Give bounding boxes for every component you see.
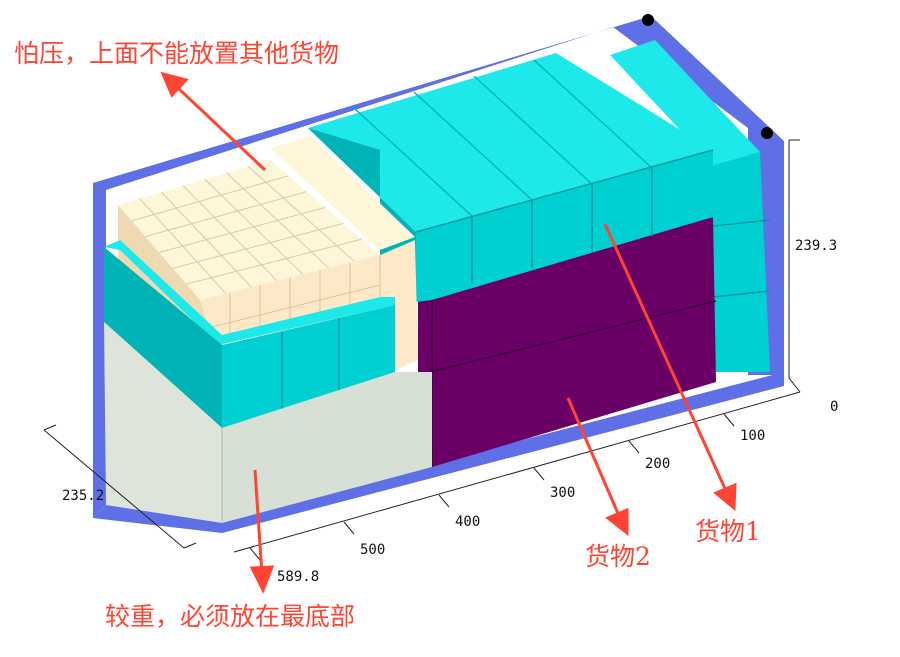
cargo-column-right xyxy=(610,40,771,372)
corner-marker-top xyxy=(642,14,654,26)
cargo-lower-left-top xyxy=(104,240,395,345)
heavy-base-side xyxy=(104,322,222,523)
cargo-1-top xyxy=(308,53,713,232)
z-axis-tick-bottom xyxy=(788,377,801,393)
cargo-1-ridge xyxy=(353,107,473,217)
x-axis-tick-label: 300 xyxy=(550,485,575,501)
cargo-column-right-divider xyxy=(712,219,771,227)
cargo-1-ridge xyxy=(413,91,533,201)
x-axis-tick-label: 200 xyxy=(645,456,670,472)
cargo-1-ridge xyxy=(533,59,653,169)
x-axis-tick xyxy=(723,413,735,427)
heavy-base-block xyxy=(104,322,432,523)
arrow-cargo2 xyxy=(566,397,622,519)
pallet-front-line xyxy=(199,284,381,331)
x-axis-tick-marks xyxy=(249,413,735,561)
axes xyxy=(43,139,801,561)
arrow-cargo2-head xyxy=(605,507,629,537)
x-axis-tick xyxy=(628,440,640,454)
fragile-pallet-top-upper xyxy=(270,136,415,250)
z-axis-label: 239.3 xyxy=(795,238,837,254)
cargo-lower-left-side xyxy=(104,247,222,428)
cargo-2-divider xyxy=(429,300,717,373)
arrow-cargo1-head xyxy=(713,482,737,512)
x-axis-tick xyxy=(249,547,261,561)
annotation-heavy: 较重，必须放在最底部 xyxy=(105,602,355,631)
heavy-base-front xyxy=(222,372,432,523)
container-frame xyxy=(93,14,784,533)
y-axis-label: 235.2 xyxy=(62,488,104,504)
container-floor-edge xyxy=(93,505,222,533)
arrow-fragile-head xyxy=(160,71,189,98)
pallet-grid-line xyxy=(172,222,344,269)
arrow-cargo1 xyxy=(603,223,729,494)
corner-marker-right xyxy=(761,127,773,139)
cargo-1-edge xyxy=(415,149,714,233)
cargo-1-front xyxy=(416,150,713,302)
x-axis-tick xyxy=(533,467,545,481)
cargo-1-dividers xyxy=(353,59,714,284)
x-axis-tick-label: 400 xyxy=(455,514,480,530)
arrow-heavy-head xyxy=(249,565,275,594)
annotation-cargo2: 货物2 xyxy=(585,542,651,571)
x-axis-tick-label: 500 xyxy=(360,542,385,558)
annotation-arrows xyxy=(160,71,737,594)
cargo-1-ridge xyxy=(473,75,593,185)
cargo-column-right-front xyxy=(713,152,770,372)
z-axis-origin-label: 0 xyxy=(830,399,838,415)
cargo-column-right-top xyxy=(610,40,760,165)
x-axis-end-label: 589.8 xyxy=(277,569,319,585)
pallet-grid-line xyxy=(158,207,326,253)
arrow-fragile xyxy=(176,86,267,172)
annotation-fragile: 怕压，上面不能放置其他货物 xyxy=(14,39,339,68)
y-axis-tick xyxy=(43,424,57,431)
x-axis xyxy=(233,391,801,553)
x-axis-tick xyxy=(343,521,355,535)
x-axis-tick xyxy=(438,494,450,508)
pallet-grid-line xyxy=(131,175,289,222)
cargo-1-block xyxy=(308,53,714,302)
container-floor-right-edge xyxy=(222,372,784,533)
y-axis xyxy=(43,429,185,549)
annotation-cargo1: 货物1 xyxy=(695,517,761,546)
x-axis-tick-label: 100 xyxy=(740,428,765,444)
cargo-column-right-divider xyxy=(712,290,771,298)
y-axis-tick xyxy=(183,542,197,549)
cargo-lower-left-front xyxy=(222,305,395,428)
pallet-grid-line xyxy=(186,238,362,285)
pallet-grid-line xyxy=(145,191,307,238)
arrow-heavy xyxy=(253,469,264,576)
fragile-pallet-grid xyxy=(131,166,381,360)
cargo-lower-left xyxy=(104,240,395,428)
